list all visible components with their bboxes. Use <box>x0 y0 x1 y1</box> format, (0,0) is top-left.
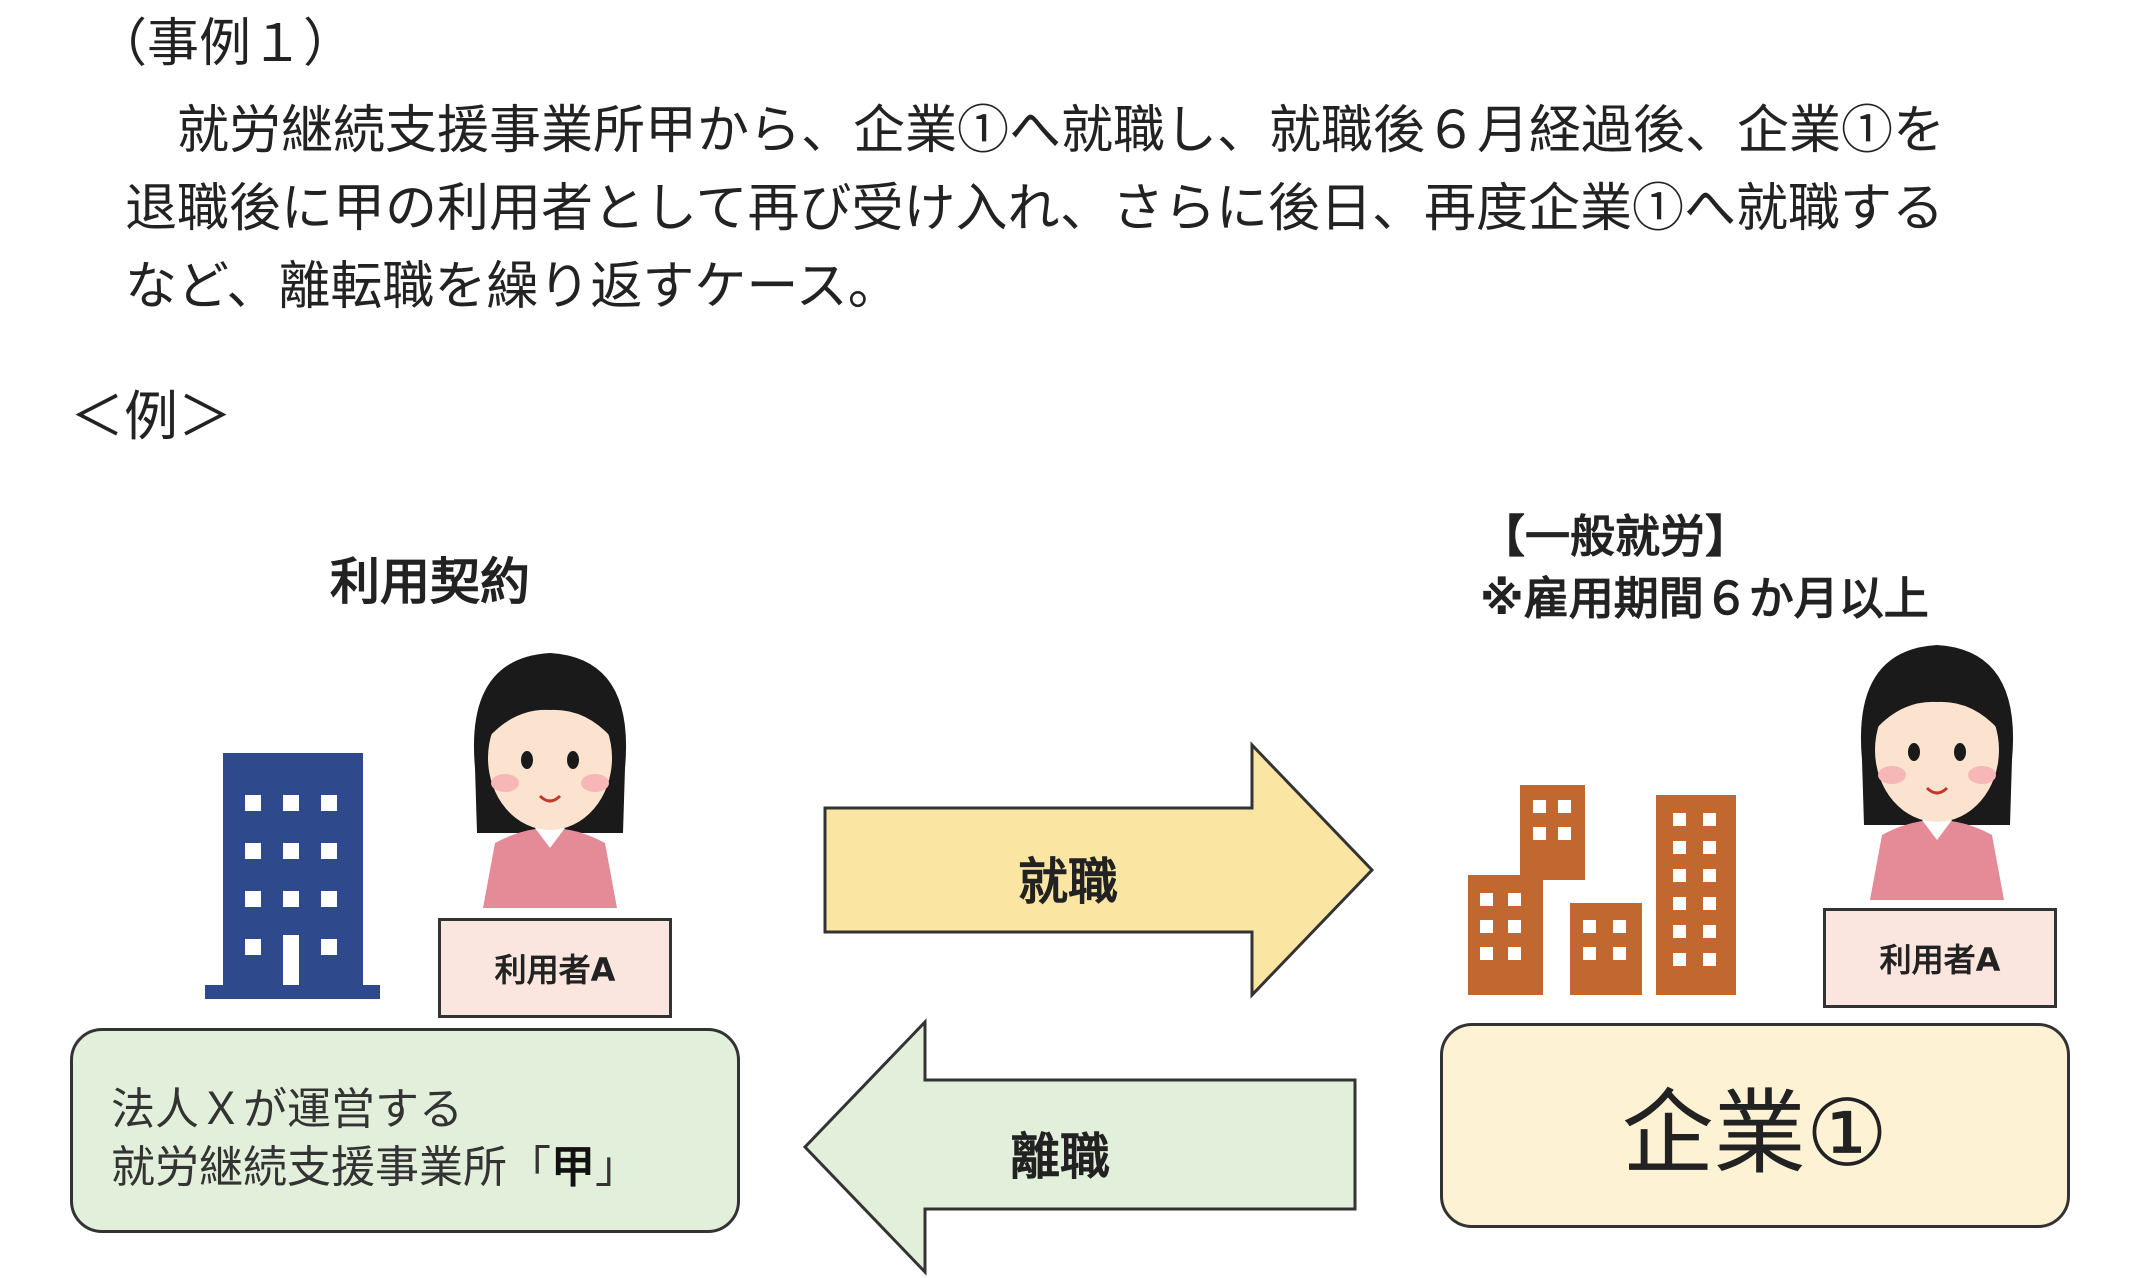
office-line-2-prefix: 就労継続支援事業所「 <box>111 1142 551 1193</box>
person-icon <box>473 653 627 908</box>
contract-label: 利用契約 <box>330 553 530 611</box>
example-label: ＜例＞ <box>70 385 232 448</box>
employment-arrow-label: 就職 <box>1018 853 1118 911</box>
office-line-1: 法人Ｘが運営する <box>111 1084 463 1135</box>
separation-arrow-label: 離職 <box>1010 1128 1110 1186</box>
office-line-2: 就労継続支援事業所「甲」 <box>111 1139 737 1197</box>
employment-caption-line-2: ※雇用期間６か月以上 <box>1480 572 1929 625</box>
employment-caption: 【一般就労】 ※雇用期間６か月以上 <box>1480 506 1929 630</box>
case-line-2: 退職後に甲の利用者として再び受け入れ、さらに後日、再度企業①へ就職する <box>125 179 1944 239</box>
case-title: （事例１） <box>95 14 356 74</box>
case-description: 就労継続支援事業所甲から、企業①へ就職し、就職後６月経過後、企業①を 退職後に甲… <box>125 92 2025 326</box>
employment-caption-line-1: 【一般就労】 <box>1480 510 1751 563</box>
office-name-bold: 甲 <box>551 1142 595 1193</box>
company-box: 企業① <box>1440 1023 2070 1228</box>
user-a-label-left: 利用者A <box>438 918 672 1018</box>
office-box: 法人Ｘが運営する 就労継続支援事業所「甲」 <box>70 1028 740 1233</box>
office-building-icon <box>205 753 380 999</box>
user-a-label-right: 利用者A <box>1823 908 2057 1008</box>
case-line-3: など、離転職を繰り返すケース。 <box>125 257 900 317</box>
case-line-1: 就労継続支援事業所甲から、企業①へ就職し、就職後６月経過後、企業①を <box>177 101 1946 161</box>
company-buildings-icon <box>1468 785 1736 995</box>
separation-arrow <box>802 1018 1357 1276</box>
employment-arrow <box>823 741 1375 999</box>
person-icon-right <box>1860 645 2014 900</box>
company-label: 企業① <box>1621 1080 1889 1187</box>
office-line-2-suffix: 」 <box>595 1142 639 1193</box>
